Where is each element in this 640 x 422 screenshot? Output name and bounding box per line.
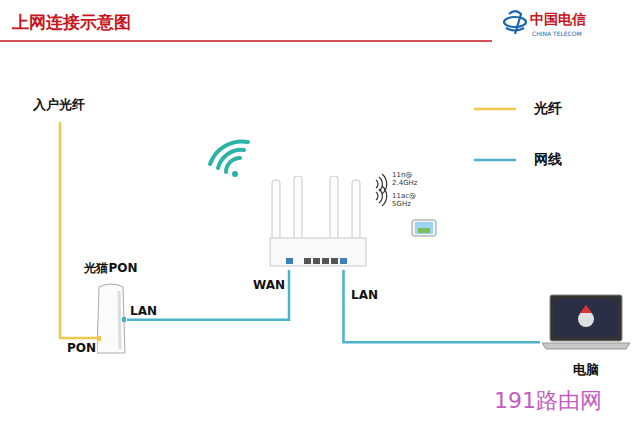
port-label: LAN	[130, 304, 157, 318]
node-label: 电脑	[573, 361, 599, 379]
router-box-shape	[268, 176, 368, 270]
wifi-waves	[376, 174, 387, 206]
node-label: 光猫PON	[84, 260, 137, 277]
phone-icon	[412, 220, 436, 236]
legend-label: 网线	[534, 151, 562, 169]
logo-text: 中国电信	[530, 11, 586, 29]
network-cable	[344, 270, 541, 342]
wifi-band-label: 11ac@ 5GHz	[392, 192, 426, 208]
modem-box-shape	[95, 283, 127, 355]
fiber-line	[60, 122, 97, 338]
laptop-box: 电脑	[540, 293, 632, 353]
title: 上网连接示意图	[12, 11, 131, 34]
title-rule	[0, 40, 492, 42]
fiber-legend-line	[474, 108, 516, 111]
logo-symbol	[504, 11, 526, 34]
legend-label: 光纤	[534, 100, 562, 118]
cable-legend-line	[474, 159, 516, 162]
modem-box: 光猫PON	[95, 283, 127, 355]
wifi-icon	[210, 141, 248, 177]
network-cable	[127, 270, 289, 320]
wifi-band-label: 11n@ 2.4GHz	[392, 171, 426, 187]
node-label: WAN	[253, 278, 285, 292]
node-label: LAN	[351, 288, 378, 302]
port-label: PON	[66, 341, 97, 355]
router-box: WANLAN	[268, 176, 368, 270]
fiber-entry-label: 入户光纤	[33, 96, 85, 114]
logo-subtext: CHINA TELECOM	[532, 30, 582, 37]
watermark: 191路由网	[494, 386, 602, 416]
laptop-box-shape	[540, 293, 632, 353]
